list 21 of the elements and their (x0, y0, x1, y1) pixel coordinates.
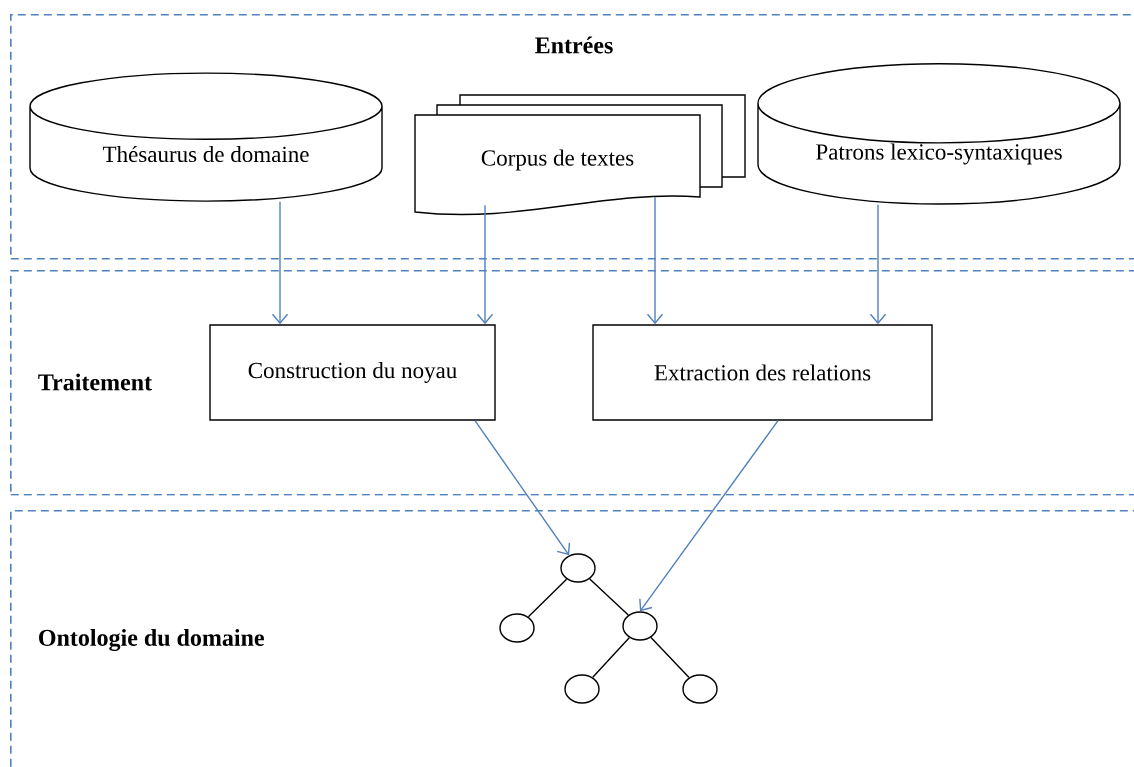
tree-node-circle (564, 674, 600, 704)
tree-line (650, 636, 690, 679)
process-box: Construction du noyau (209, 324, 496, 421)
arrow (869, 204, 887, 325)
document-stack: Corpus de textes (414, 94, 746, 216)
band: Ontologie du domaine (10, 510, 1134, 767)
tree-node-circle (560, 553, 596, 583)
arrow (476, 204, 494, 325)
tree-line (527, 578, 568, 618)
arrow (271, 201, 289, 325)
arrow (639, 420, 779, 612)
tree-line (589, 578, 629, 616)
tree-node-circle (682, 674, 718, 704)
database-cylinder: Thésaurus de domaine (29, 72, 383, 202)
process-box: Extraction des relations (592, 324, 933, 421)
tree-node-circle (622, 611, 658, 641)
arrow (474, 420, 571, 556)
tree-line (592, 636, 630, 679)
arrow (646, 196, 664, 325)
tree-node-circle (499, 613, 535, 643)
database-cylinder: Patrons lexico-syntaxiques (757, 63, 1121, 205)
